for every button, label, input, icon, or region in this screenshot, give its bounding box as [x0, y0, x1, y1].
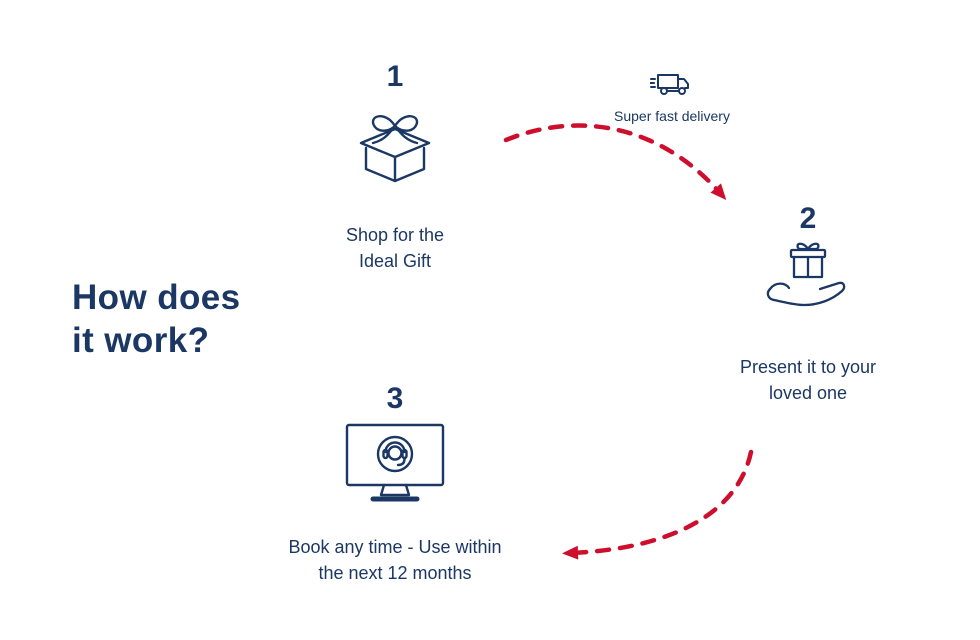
step-1-number: 1 — [386, 60, 404, 93]
step-3-book: 3 Book any time - Use within the next 12… — [245, 382, 545, 586]
step-3-label-line2: the next 12 months — [318, 562, 472, 583]
step-1-shop: 1 Shop for the Ideal Gift — [275, 60, 515, 274]
delivery-note: Super fast delivery — [582, 72, 762, 124]
step-2-number: 2 — [799, 202, 817, 235]
gift-box-icon — [359, 115, 431, 183]
hand-holding-gift-icon — [766, 242, 846, 307]
step-2-label: Present it to your loved one — [740, 355, 876, 406]
page-title-line1: How does — [72, 278, 241, 317]
delivery-truck-icon — [650, 74, 689, 95]
support-monitor-icon — [345, 423, 445, 502]
step-2-label-line1: Present it to your — [739, 357, 877, 377]
step-2-present: 2 Present it to your loved one — [688, 202, 928, 406]
delivery-label: Super fast delivery — [614, 108, 730, 124]
step-3-number: 3 — [386, 382, 404, 415]
step-2-label-line2: loved one — [768, 382, 848, 403]
arrow-step1-to-step2-icon — [503, 123, 727, 201]
step-3-label: Book any time - Use within the next 12 m… — [288, 535, 501, 586]
arrow-step2-to-step3-icon — [562, 449, 754, 560]
page-title-line2: it work? — [72, 321, 210, 361]
page-title: How does it work? — [72, 276, 241, 363]
step-3-label-line1: Book any time - Use within — [288, 537, 502, 557]
step-1-label-line1: Shop for the — [345, 225, 445, 245]
step-1-label-line2: Ideal Gift — [358, 250, 432, 271]
step-1-label: Shop for the Ideal Gift — [346, 223, 444, 274]
